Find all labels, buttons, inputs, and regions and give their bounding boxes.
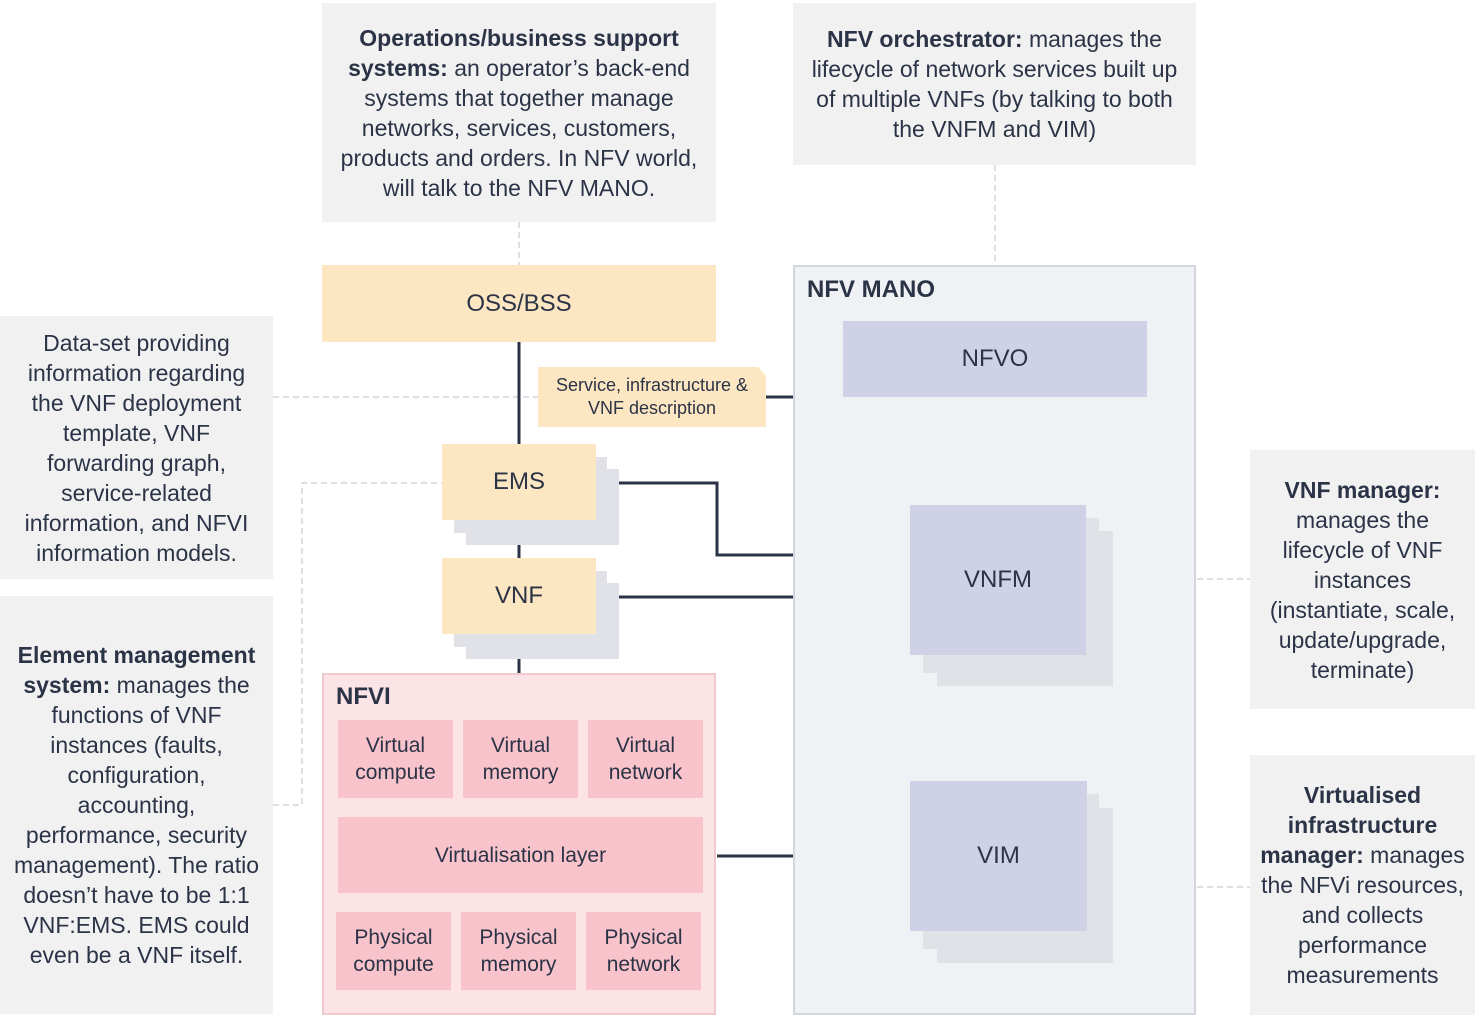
physical-network-label: Physical network [604,926,683,976]
vim-note-title: Virtualised infrastructure manager: [1260,782,1438,868]
vim-note-text: manages the NFVi resources, and collects… [1261,842,1465,988]
physical-compute-label: Physical compute [353,926,434,976]
leader-ems [273,482,442,806]
virtualisation-layer-label: Virtualisation layer [434,843,607,867]
oss-bss-note-text: an operator’s back-end systems that toge… [340,54,698,201]
physical-memory: Physical memory [461,912,576,990]
vim-note: Virtualised infrastructure manager: mana… [1250,755,1475,1015]
vnfm-note-title: VNF manager: [1284,476,1441,503]
oss-bss-note: Operations/business support systems: an … [322,3,716,222]
nfv-mano-title: NFV MANO [807,276,935,303]
vim-block: VIM [910,781,1087,931]
nfvo-note-title: NFV orchestrator: [827,26,1023,52]
ems-label: EMS [492,468,545,495]
virtual-compute: Virtual compute [338,720,453,798]
vnf-block: VNF [442,558,596,634]
nfvo-block: NFVO [843,321,1147,397]
nfvo-label: NFVO [961,345,1029,372]
nfvo-note-text: manages the lifecycle of network service… [811,26,1178,142]
ems-note: Element management system: manages the f… [0,596,273,1014]
physical-network: Physical network [586,912,701,990]
vnf-label: VNF [495,582,543,609]
oss-bss-note-title: Operations/business support systems: [348,24,679,81]
virtual-memory-label: Virtual memory [482,734,559,784]
virtual-network-label: Virtual network [608,734,683,784]
oss-bss-block: OSS/BSS [322,265,716,342]
ems-note-title: Element management system: [17,642,256,698]
nfvi-title: NFVI [336,683,391,710]
description-tag: Service, infrastructure & VNF descriptio… [538,367,766,427]
ems-block: EMS [442,444,596,520]
dataset-note: Data-set providing information regarding… [0,316,273,579]
oss-bss-label: OSS/BSS [466,289,572,317]
virtual-compute-label: Virtual compute [355,734,436,784]
dataset-note-text: Data-set providing information regarding… [24,329,249,566]
vnfm-block: VNFM [910,505,1086,655]
vim-label: VIM [977,842,1020,869]
virtual-memory: Virtual memory [463,720,578,798]
ems-note-text: manages the functions of VNF instances (… [13,672,260,968]
virtualisation-layer: Virtualisation layer [338,817,703,893]
virtual-network: Virtual network [588,720,703,798]
vnfm-note-text: manages the lifecycle of VNF instances (… [1269,506,1456,683]
vnfm-note: VNF manager: manages the lifecycle of VN… [1250,450,1475,709]
vnfm-label: VNFM [964,566,1032,593]
description-tag-label: Service, infrastructure & VNF descriptio… [555,375,749,418]
physical-compute: Physical compute [336,912,451,990]
physical-memory-label: Physical memory [479,926,558,976]
nfvo-note: NFV orchestrator: manages the lifecycle … [793,3,1196,165]
